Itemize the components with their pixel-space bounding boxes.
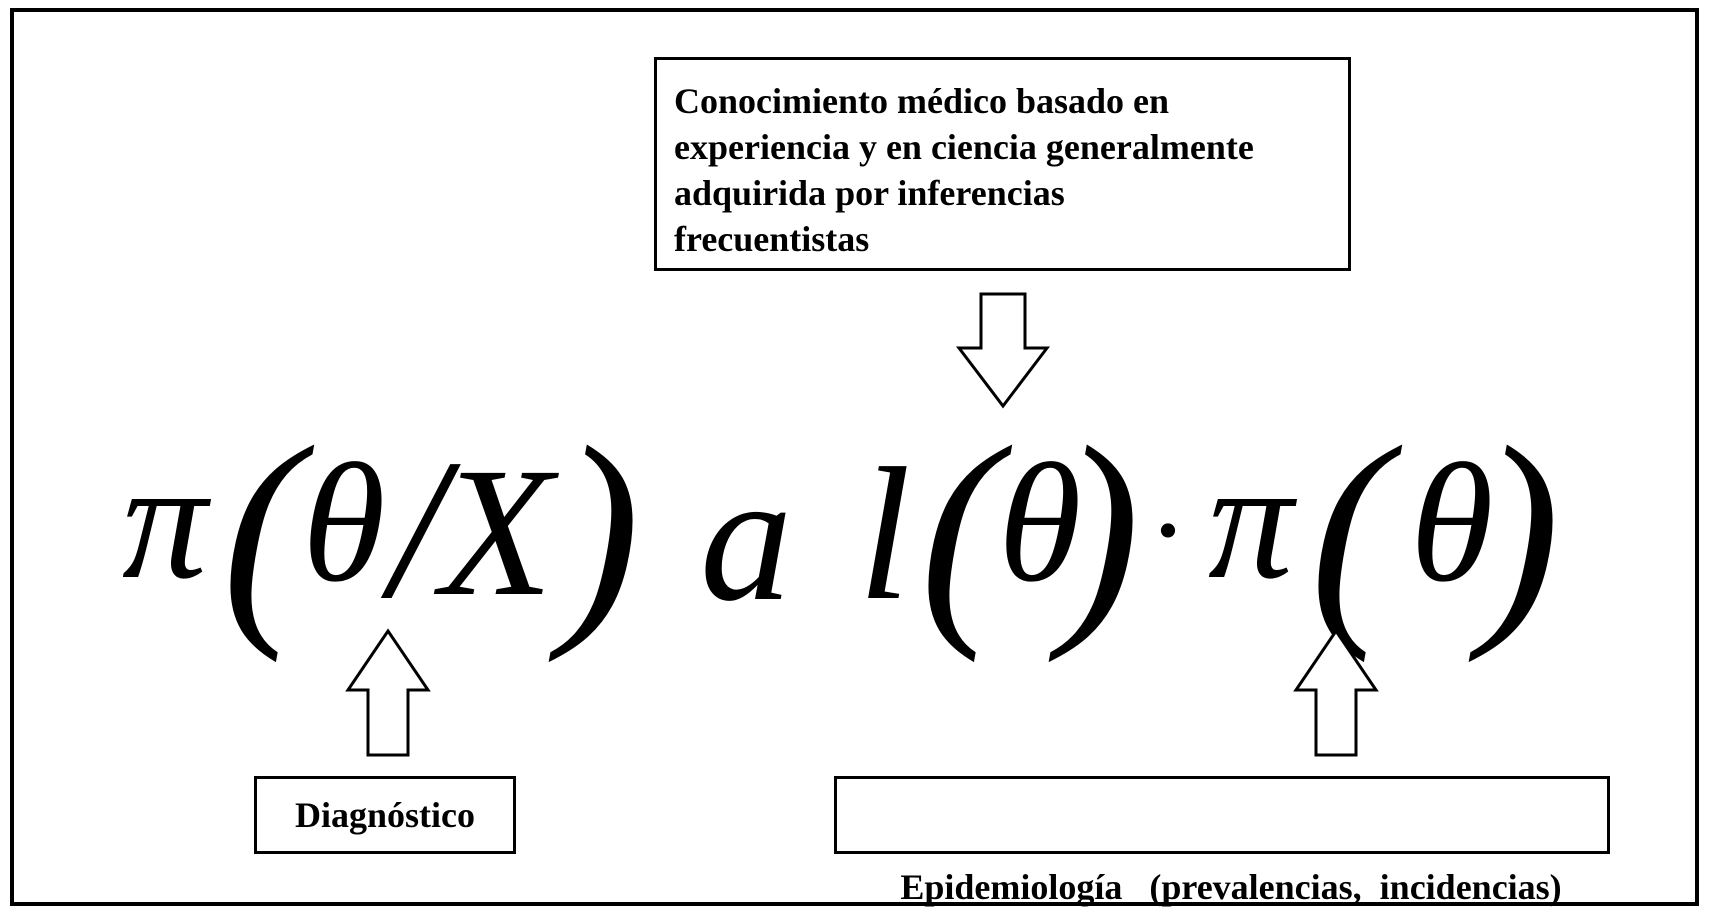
knowledge-line-2: experiencia y en ciencia generalmente — [674, 127, 1254, 167]
up-arrow-icon — [1293, 628, 1379, 757]
close-paren-3: ) — [1480, 397, 1560, 663]
open-paren-3: ( — [1310, 397, 1390, 663]
epidemiology-label: Epidemiología (prevalencias, incidencias… — [900, 867, 1562, 907]
close-paren-1: ) — [560, 397, 640, 663]
open-paren-2: ( — [920, 397, 1000, 663]
down-arrow-icon — [955, 292, 1051, 409]
theta-3-symbol: θ — [1410, 429, 1494, 617]
dot-operator: · — [1148, 463, 1188, 596]
open-paren-1: ( — [222, 397, 302, 663]
prior-pi-symbol: π — [1208, 426, 1294, 614]
knowledge-box: Conocimiento médico basado en experienci… — [654, 57, 1351, 271]
knowledge-line-1: Conocimiento médico basado en — [674, 81, 1169, 121]
epidemiology-box: Epidemiología (prevalencias, incidencias… — [834, 776, 1610, 907]
slash-symbol: / — [390, 419, 446, 640]
up-arrow-icon — [345, 628, 431, 757]
knowledge-line-3: adquirida por inferencias — [674, 173, 1065, 213]
knowledge-line-4: frecuentistas — [674, 219, 870, 259]
close-paren-2: ) — [1060, 397, 1140, 663]
proportional-a-symbol: a — [700, 435, 793, 640]
theta-1-symbol: θ — [302, 429, 386, 617]
diagnosis-box: Diagnóstico — [254, 776, 516, 854]
likelihood-l-symbol: l — [858, 430, 911, 640]
posterior-pi-symbol: π — [122, 426, 208, 614]
diagnosis-label: Diagnóstico — [295, 795, 475, 835]
x-symbol: X — [440, 430, 554, 635]
theta-2-symbol: θ — [998, 429, 1082, 617]
